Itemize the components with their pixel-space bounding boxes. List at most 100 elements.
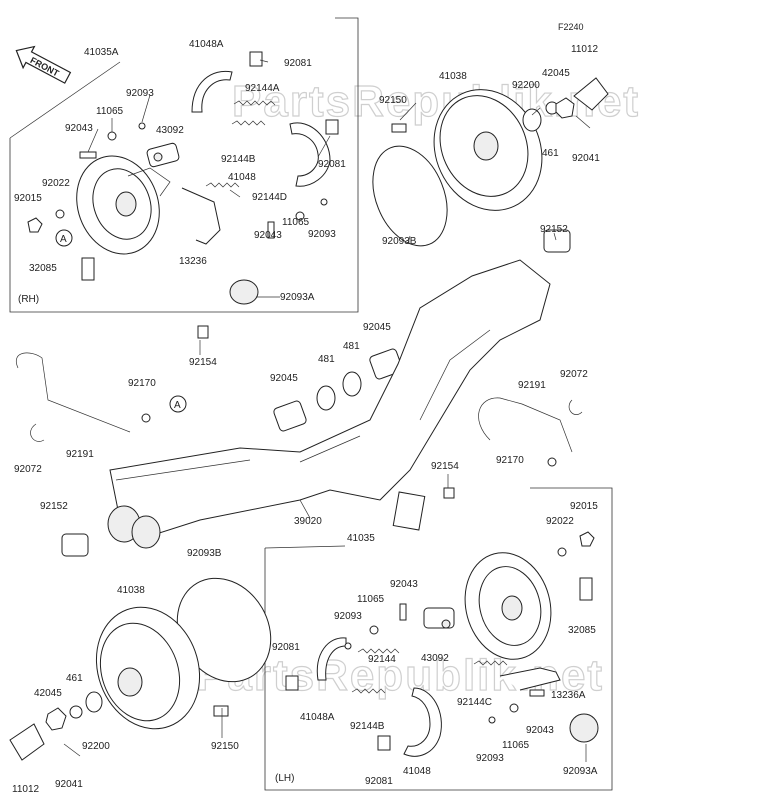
wheel-cylinder-rh xyxy=(146,142,180,168)
swing-arm-39020 xyxy=(107,259,551,549)
clip-32085-lh xyxy=(579,577,593,601)
label-92022-bot: 92022 xyxy=(546,516,574,527)
label-43092-top: 43092 xyxy=(156,125,184,136)
bushing-92152-rh xyxy=(543,229,571,253)
nut-42045-rh xyxy=(555,97,575,119)
label-41038-top: 41038 xyxy=(439,71,467,82)
callout-a-rh-text: A xyxy=(60,234,67,245)
label-42045-top: 42045 xyxy=(542,68,570,79)
label-42045-bot: 42045 xyxy=(34,688,62,699)
spring-92144b xyxy=(231,120,266,126)
label-92041-top: 92041 xyxy=(572,153,600,164)
label-39020: 39020 xyxy=(294,516,322,527)
wheel-cylinder-lh xyxy=(423,607,455,629)
label-92152-top: 92152 xyxy=(540,224,568,235)
figure-id: F2240 xyxy=(558,22,584,32)
bolt-92154-top xyxy=(197,325,209,339)
label-92081-top2: 92081 xyxy=(318,159,346,170)
label-41048-top: 41048 xyxy=(228,172,256,183)
washer-92093-lh-bottom xyxy=(488,716,496,724)
label-92045-b: 92045 xyxy=(270,373,298,384)
label-11065-bot2: 11065 xyxy=(502,740,530,751)
clip-92081-top xyxy=(249,51,263,67)
spring-92144 xyxy=(357,648,400,654)
label-92154-top: 92154 xyxy=(189,357,217,368)
label-41035a: 41035A xyxy=(84,47,119,58)
leader-lines xyxy=(87,59,587,762)
brake-shoe-lh-upper xyxy=(316,637,347,681)
label-92093a-bot: 92093A xyxy=(563,766,598,777)
label-92015-top: 92015 xyxy=(14,193,42,204)
cap-11012-rh xyxy=(573,77,609,111)
label-92043-bot2: 92043 xyxy=(526,725,554,736)
pin-92043-lh-bottom xyxy=(529,689,545,697)
washer-11065-lh-bottom xyxy=(509,703,519,713)
label-92150-bot: 92150 xyxy=(211,741,239,752)
label-92200-top: 92200 xyxy=(512,80,540,91)
label-11065-bot1: 11065 xyxy=(357,594,385,605)
clamp-92170-mid xyxy=(547,457,557,467)
rh-assembly-bracket xyxy=(9,17,359,313)
nut-92015-lh xyxy=(579,531,595,547)
label-11065-top: 11065 xyxy=(96,106,124,117)
label-92093-mid: 92093 xyxy=(308,229,336,240)
backing-plate-rh xyxy=(76,155,171,255)
washer-92022-lh xyxy=(557,547,567,557)
bolt-92150-rh xyxy=(391,123,407,133)
seal-92093a-lh xyxy=(569,713,599,743)
washer-11065-mid xyxy=(295,211,305,221)
label-92200-bot: 92200 xyxy=(82,741,110,752)
seal-92093a-rh xyxy=(229,279,259,305)
washer-11065-rh xyxy=(107,131,117,141)
hose-92191-right xyxy=(478,397,573,453)
label-41035: 41035 xyxy=(347,533,375,544)
label-92072-right: 92072 xyxy=(560,369,588,380)
brake-shoe-rh-lower xyxy=(289,122,331,187)
label-92015-bot: 92015 xyxy=(570,501,598,512)
label-92081-top1: 92081 xyxy=(284,58,312,69)
brake-drum-lh xyxy=(95,606,201,730)
seal-92093b-rh xyxy=(372,145,448,247)
label-481-b: 481 xyxy=(318,354,335,365)
snap-ring-481-a xyxy=(316,385,336,411)
label-92081-bot2: 92081 xyxy=(365,776,393,787)
label-92144c: 92144C xyxy=(457,697,492,708)
cap-11012-lh xyxy=(9,723,45,761)
spring-92144c xyxy=(473,660,508,666)
label-41048-bot: 41048 xyxy=(403,766,431,777)
label-41048a-bot: 41048A xyxy=(300,712,335,723)
bolt-92150-lh xyxy=(213,705,229,717)
label-481-a: 481 xyxy=(343,341,360,352)
bolt-92154-mid xyxy=(443,487,455,499)
label-92093b-top: 92093B xyxy=(382,236,417,247)
nut-92015-rh xyxy=(27,217,43,233)
label-92093-bot2: 92093 xyxy=(476,753,504,764)
label-92043-mid: 92043 xyxy=(254,230,282,241)
clamp-92072-left xyxy=(30,423,45,442)
brake-drum-rh xyxy=(433,89,543,211)
spring-92144d xyxy=(205,182,240,188)
hose-92191-left xyxy=(15,352,131,433)
label-92191-right: 92191 xyxy=(518,380,546,391)
label-43092-bot: 43092 xyxy=(421,653,449,664)
rh-side-label: (RH) xyxy=(18,294,39,305)
label-92093-top: 92093 xyxy=(126,88,154,99)
label-92144: 92144 xyxy=(368,654,396,665)
washer-92200-rh xyxy=(522,108,542,132)
washer-92200-lh xyxy=(85,691,103,713)
label-41048a-top: 41048A xyxy=(189,39,224,50)
label-92144b-bot: 92144B xyxy=(350,721,385,732)
front-arrow-icon: FRONT xyxy=(15,45,72,84)
cotter-pin-92041-lh xyxy=(63,743,81,757)
washer-92022-rh xyxy=(55,209,65,219)
snap-ring-481-b xyxy=(342,371,362,397)
label-92144b-top: 92144B xyxy=(221,154,256,165)
brake-shoe-rh-upper xyxy=(191,70,233,113)
label-11065-mid: 11065 xyxy=(282,217,310,228)
spring-92144b-lh xyxy=(351,688,386,694)
label-92144d: 92144D xyxy=(252,192,287,203)
lever-13236 xyxy=(181,187,221,245)
label-92093a-top: 92093A xyxy=(280,292,315,303)
label-92041-bot: 92041 xyxy=(55,779,83,790)
